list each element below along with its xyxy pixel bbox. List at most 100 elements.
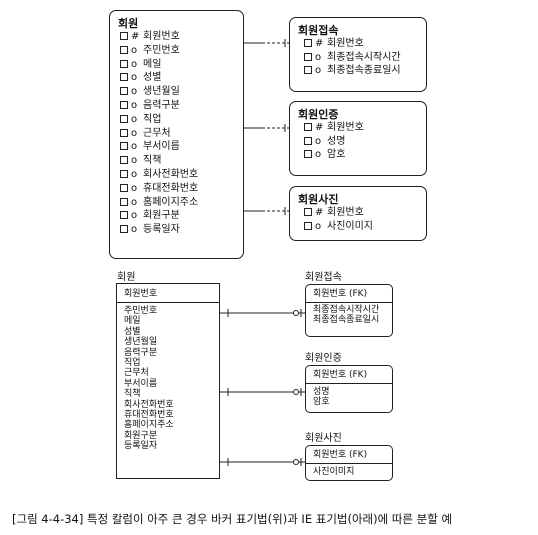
attribute-name: 회사전화번호 [143,169,199,180]
entity-title: 회원사진 [298,193,339,206]
attribute-marker: o [315,65,322,76]
attribute-marker: # [315,122,324,133]
attribute-name: 등록일자 [143,224,180,236]
ie-access-title: 회원접속 [305,272,342,283]
attribute-name: 음력구분 [124,347,158,358]
attribute-name: 성명 [327,135,346,147]
checkbox-icon [304,123,312,131]
checkbox-icon [120,32,128,40]
key-divider [117,302,219,303]
checkbox-icon [304,136,312,145]
attribute-marker: o [131,113,138,125]
ie-photo-entity: 회원번호 (FK) 사진이미지 [305,445,393,481]
checkbox-icon [120,183,128,192]
attribute-name: 직업 [124,358,141,368]
ie-photo-title: 회원사진 [305,433,342,444]
attribute-row: #회원번호 [304,207,364,219]
attribute-name: 주민번호 [143,44,180,56]
attribute-name: 사진이미지 [327,220,373,232]
checkbox-icon [120,211,128,220]
attribute-name: 생년월일 [143,86,180,98]
attribute-name: 등록일자 [124,441,158,452]
attribute-name: 최종접속종료일시 [327,65,401,76]
attribute-name: 최종접속종료일시 [313,315,380,326]
attribute-row: #회원번호 [304,122,364,134]
checkbox-icon [120,87,128,96]
ie-member-photo-relationship [220,458,305,466]
entity-title: 회원접속 [298,24,339,37]
checkbox-icon [120,142,128,151]
attribute-name: 휴대전화번호 [143,182,199,194]
checkbox-icon [120,225,128,234]
primary-key: 회원번호 [124,289,158,299]
attribute-name: 생년월일 [124,337,158,348]
attribute-name: 최종접속시작시간 [327,51,401,63]
attribute-row: o 성명 [304,136,345,148]
attribute-row: o 최종접속종료일시 [304,65,401,77]
attribute-name: 회원구분 [143,210,180,222]
attribute-marker: o [131,86,138,98]
attribute-name: 근무처 [124,368,149,379]
primary-key: 회원번호 (FK) [313,289,368,299]
attribute-name: 부서이름 [124,378,158,389]
attribute-name: 홈페이지주소 [143,196,199,208]
key-divider [306,463,392,464]
attribute-name: 직책 [124,389,141,400]
checkbox-icon [120,101,128,109]
attribute-marker: o [315,220,322,232]
attribute-marker: o [131,72,138,84]
key-divider [306,302,392,303]
figure-caption: [그림 4-4-34] 특정 칼럼이 아주 큰 경우 바커 표기법(위)과 IE… [12,512,453,526]
attribute-marker: o [131,141,138,153]
checkbox-icon [304,52,312,61]
attribute-name: 회사전화번호 [124,399,174,410]
attribute-row: #회원번호 [120,31,180,43]
attribute-name: 회원번호 [327,207,364,218]
ie-member-access-relationship [220,309,305,317]
checkbox-icon [120,59,128,68]
barker-member-auth-relationship [244,124,289,132]
checkbox-icon [304,66,312,74]
checkbox-icon [304,208,312,216]
entity-title: 회원인증 [298,108,339,121]
primary-key: 회원번호 (FK) [313,370,368,380]
attribute-name: 회원번호 [143,31,180,42]
attribute-name: 회원번호 [327,122,364,133]
entity-title: 회원 [118,17,139,30]
attribute-name: 회원번호 [327,38,364,49]
attribute-row: o 사진이미지 [304,221,373,233]
checkbox-icon [120,114,128,123]
barker-member-access-relationship [244,39,289,47]
checkbox-icon [304,150,312,158]
attribute-name: 최종접속시작시간 [313,305,380,315]
attribute-name: 메일 [143,58,162,70]
ie-auth-title: 회원인증 [305,353,342,364]
attribute-marker: o [131,100,138,111]
attribute-name: 암호 [313,397,330,408]
attribute-name: 메일 [124,316,141,327]
ie-member-title: 회원 [117,272,136,283]
checkbox-icon [120,170,128,178]
attribute-marker: o [315,135,322,147]
attribute-name: 사진이미지 [313,467,355,477]
primary-key: 회원번호 (FK) [313,450,368,460]
attribute-marker: # [131,31,140,42]
